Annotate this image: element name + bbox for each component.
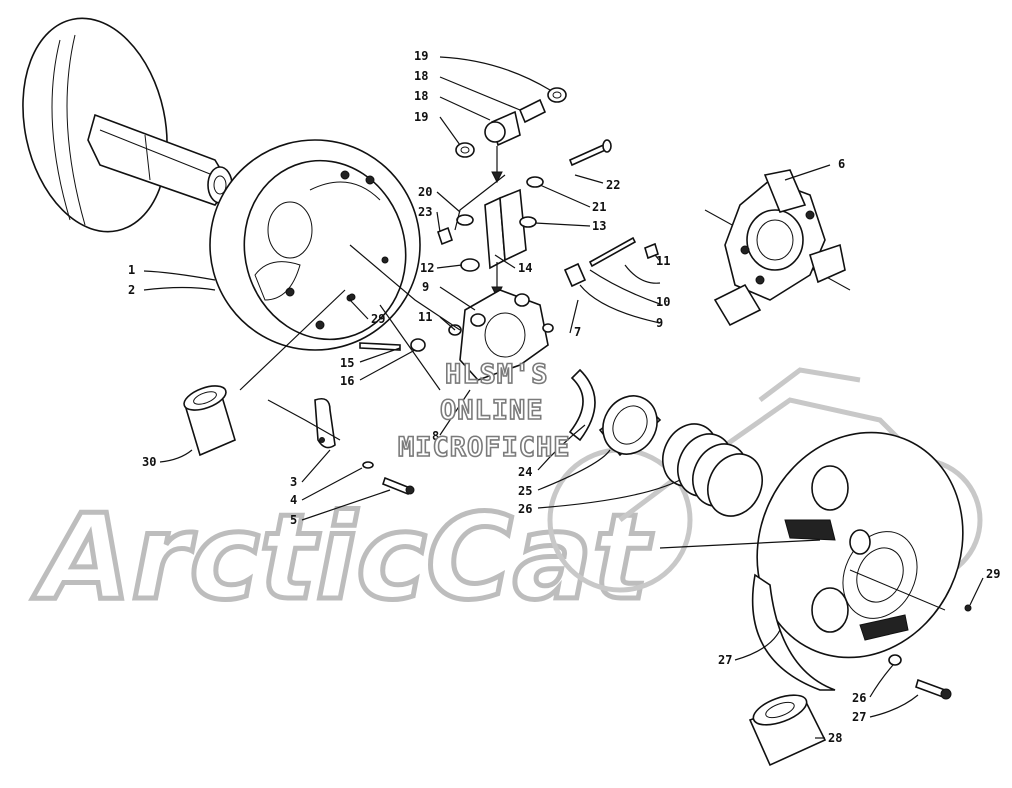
bottom-hardware bbox=[348, 293, 972, 767]
callout-labels: 19 18 18 19 6 22 20 21 23 13 11 12 14 1 … bbox=[128, 49, 1000, 745]
label-5: 5 bbox=[290, 513, 297, 527]
label-14: 15 bbox=[340, 356, 354, 370]
label-22: 24 bbox=[518, 465, 532, 479]
label-21: 23 bbox=[418, 205, 432, 219]
label-18: 19 bbox=[414, 49, 428, 63]
spider-assembly bbox=[448, 236, 659, 381]
spring-and-cup bbox=[568, 368, 763, 517]
label-19: 20 bbox=[418, 185, 432, 199]
link-arm-assembly bbox=[437, 139, 612, 299]
label-12: 13 bbox=[592, 219, 606, 233]
movable-sheave-assembly bbox=[22, 17, 421, 351]
bushing-30 bbox=[183, 385, 236, 457]
label-6: 6 bbox=[838, 157, 845, 171]
label-12: 12 bbox=[420, 261, 434, 275]
watermark-line-3: MICROFICHE bbox=[398, 432, 571, 463]
watermark-line-2: ONLINE bbox=[440, 395, 544, 426]
leader-lines bbox=[143, 56, 984, 739]
label-19: 21 bbox=[592, 200, 606, 214]
label-28: 28 bbox=[828, 731, 842, 745]
label-9: 9 bbox=[422, 280, 429, 294]
label-17: 18 bbox=[414, 69, 428, 83]
label-3: 3 bbox=[290, 475, 297, 489]
spring-24 bbox=[662, 423, 763, 517]
label-9: 9 bbox=[656, 316, 663, 330]
hex-shaft bbox=[87, 113, 231, 206]
label-1: 1 bbox=[128, 263, 135, 277]
label-11: 11 bbox=[418, 310, 432, 324]
label-20: 22 bbox=[606, 178, 620, 192]
label-2: 2 bbox=[128, 283, 135, 297]
label-4: 4 bbox=[290, 493, 297, 507]
bolt-nut-14-15 bbox=[359, 338, 426, 352]
label-11: 11 bbox=[656, 254, 670, 268]
label-16: 18 bbox=[414, 89, 428, 103]
cover-plate-25 bbox=[751, 431, 964, 691]
label-29: 29 bbox=[371, 312, 385, 326]
microfiche-watermark: HLSM'S ONLINE MICROFICHE bbox=[397, 358, 571, 464]
label-29: 29 bbox=[986, 567, 1000, 581]
label-13: 14 bbox=[518, 261, 532, 275]
label-30: 30 bbox=[142, 455, 156, 469]
label-23: 25 bbox=[518, 484, 532, 498]
label-25: 27 bbox=[718, 653, 732, 667]
label-7: 7 bbox=[574, 325, 581, 339]
label-26: 26 bbox=[852, 691, 866, 705]
label-8: 8 bbox=[432, 429, 439, 443]
label-15: 16 bbox=[340, 374, 354, 388]
spacer-stack bbox=[455, 87, 567, 158]
label-27: 27 bbox=[852, 710, 866, 724]
label-10: 10 bbox=[656, 295, 670, 309]
label-24: 26 bbox=[518, 502, 532, 516]
weight-bolt-set bbox=[314, 397, 415, 496]
watermark-line-1: HLSM'S bbox=[445, 359, 549, 390]
spider-6 bbox=[704, 169, 851, 327]
label-18: 19 bbox=[414, 110, 428, 124]
